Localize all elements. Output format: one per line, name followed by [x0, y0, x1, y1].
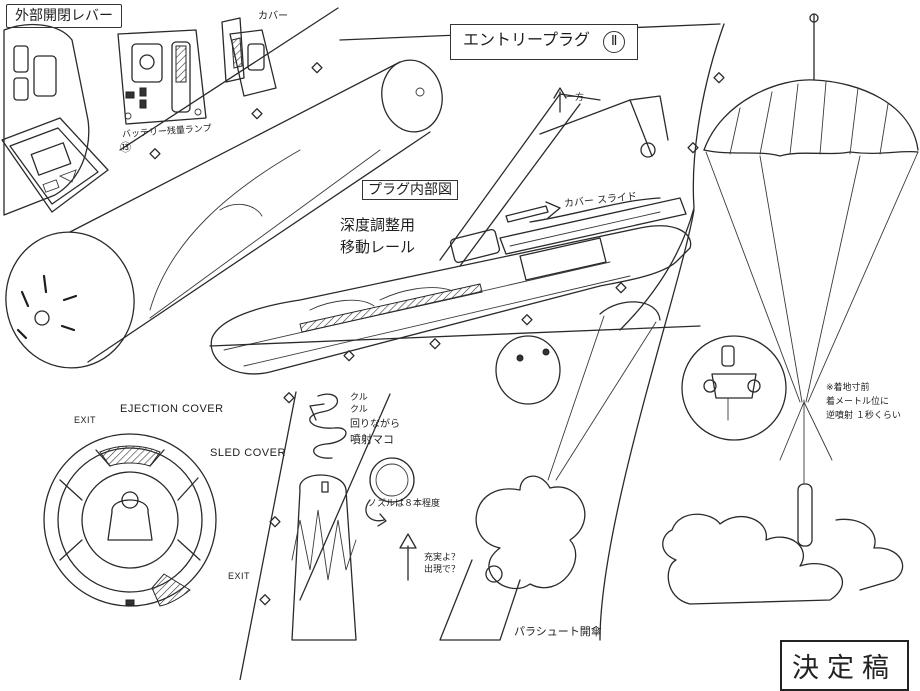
parachute-open-label: パラシュート開傘 — [514, 625, 602, 638]
lever-housing-sketch — [1, 23, 109, 216]
header-left: 外部開閉レバー — [6, 4, 122, 28]
ejection-cover-sketch — [43, 433, 217, 607]
exit-top-label: EXIT — [74, 415, 97, 425]
ejection-cover-label: EJECTION COVER — [120, 403, 224, 415]
plug-cylinder-sketch — [5, 59, 443, 369]
detail-circle-sketch — [681, 335, 787, 441]
plug-interior-sketch — [210, 93, 692, 375]
landing-note-1: ※着地寸前 — [826, 383, 870, 393]
small-arrow-sketch — [399, 533, 417, 581]
spin-ejection-sketch — [291, 393, 415, 641]
nozzle-note: ノズルは８本程度 — [368, 499, 441, 509]
landing-note-2: 着メートル位に — [826, 397, 890, 407]
spiral-arrow-icon — [309, 403, 325, 421]
spin-label-4: 噴射マコ — [350, 433, 394, 446]
divider-markers — [149, 62, 725, 606]
cover-label: カバー — [258, 11, 288, 22]
spin-label-3: 回りながら — [350, 419, 400, 430]
title-text: エントリープラグ — [463, 30, 591, 49]
arrow-right-icon — [505, 201, 561, 223]
landing-note-3: 逆噴射 １秒くらい — [826, 411, 901, 421]
spin-label-1: クル — [350, 393, 368, 403]
lift-note-1: 充実よ？ — [424, 553, 461, 563]
main-parachute-sketch — [662, 13, 919, 605]
final-draft-stamp: 決定稿 — [780, 640, 909, 691]
rail-label-line1: 深度調整用 — [340, 216, 416, 234]
title-box: エントリープラグ Ⅱ — [450, 24, 639, 60]
arm-label: 一方 — [566, 93, 585, 103]
cover-detail-sketch — [221, 17, 277, 97]
battery-number: ⑬ — [120, 141, 131, 154]
parachute-deploy-sketch — [439, 301, 661, 641]
exit-bottom-label: EXIT — [228, 571, 251, 581]
rail-label-line2: 移動レール — [340, 238, 416, 256]
lift-note-2: 出現で？ — [424, 565, 461, 575]
spin-label-2: クル — [350, 405, 368, 415]
title-numeral: Ⅱ — [603, 31, 626, 53]
curved-arrow-icon — [365, 499, 387, 527]
arrow-up-icon — [553, 87, 567, 113]
lever-panel-sketch — [117, 29, 207, 125]
sled-cover-label: SLED COVER — [210, 447, 286, 459]
plug-interior-label: プラグ内部図 — [362, 180, 458, 200]
